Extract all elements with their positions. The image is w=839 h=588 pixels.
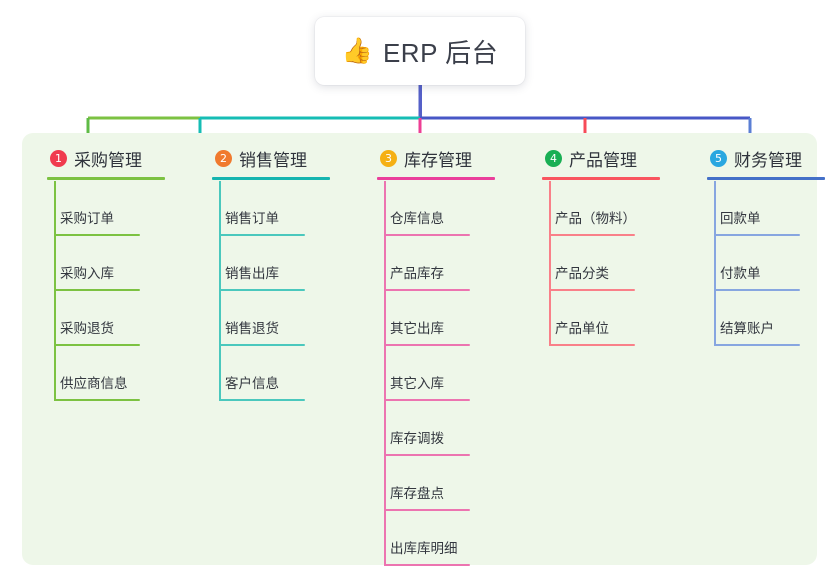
branch-header-rule-5 [707, 177, 825, 180]
branch-item-stem [54, 181, 56, 236]
branch-header-1[interactable]: 1 采购管理 [38, 145, 142, 171]
branch-item-stem [219, 346, 221, 401]
branch-item-stem [219, 291, 221, 346]
branch-item-label: 采购退货 [60, 321, 114, 336]
branch-item-label: 销售订单 [225, 211, 279, 226]
branch-item-stem [219, 236, 221, 291]
branch-item-stem [384, 181, 386, 236]
branch-badge-5: 5 [710, 149, 727, 167]
branch-badge-3: 3 [380, 149, 397, 167]
branch-item-label: 采购订单 [60, 211, 114, 226]
branch-header-rule-2 [212, 177, 330, 180]
branch-item-stem [714, 236, 716, 291]
branch-item-rule [384, 564, 470, 566]
branch-item-stem [219, 181, 221, 236]
branch-item-label: 销售出库 [225, 266, 279, 281]
branch-item-rule [219, 399, 305, 401]
thumbs-up-icon: 👍 [341, 36, 373, 65]
branch-title-3: 库存管理 [404, 150, 472, 170]
branch-column-2[interactable]: 2 销售管理销售订单销售出库销售退货客户信息 [203, 145, 330, 401]
branch-header-rule-3 [377, 177, 495, 180]
branch-item-stem [714, 291, 716, 346]
branch-badge-1: 1 [50, 149, 67, 167]
branch-column-4[interactable]: 4 产品管理产品（物料） 产品分类产品单位 [533, 145, 660, 346]
branch-header-5[interactable]: 5 财务管理 [698, 145, 802, 171]
root-node-card[interactable]: 👍 ERP 后台 [315, 17, 525, 85]
branch-item-rule [384, 289, 470, 291]
branch-item-label: 客户信息 [225, 376, 279, 391]
branch-header-4[interactable]: 4 产品管理 [533, 145, 637, 171]
branch-item-label: 产品分类 [555, 266, 609, 281]
branch-item-label: 其它入库 [390, 376, 444, 391]
branch-item-rule [54, 399, 140, 401]
branch-item-rule [54, 234, 140, 236]
branch-item-rule [714, 289, 800, 291]
branch-item-stem [384, 511, 386, 566]
branch-header-2[interactable]: 2 销售管理 [203, 145, 307, 171]
branch-item-rule [384, 454, 470, 456]
branch-item-rule [219, 344, 305, 346]
branch-item-stem [54, 346, 56, 401]
branch-item-rule [219, 234, 305, 236]
branch-item-label: 产品（物料） [555, 211, 636, 226]
branch-item-stem [549, 236, 551, 291]
branch-title-5: 财务管理 [734, 150, 802, 170]
branch-column-3[interactable]: 3 库存管理仓库信息产品库存其它出库其它入库库存调拨库存盘点出库库明细 [368, 145, 495, 566]
branch-item-stem [549, 291, 551, 346]
branch-item-label: 付款单 [720, 266, 761, 281]
branch-item-stem [714, 181, 716, 236]
branch-item-label: 销售退货 [225, 321, 279, 336]
branch-item-rule [54, 289, 140, 291]
branch-item-label: 库存调拨 [390, 431, 444, 446]
branch-item-label: 供应商信息 [60, 376, 128, 391]
branch-item-label: 回款单 [720, 211, 761, 226]
branch-column-1[interactable]: 1 采购管理采购订单采购入库采购退货供应商信息 [38, 145, 165, 401]
branch-item-label: 产品库存 [390, 266, 444, 281]
branch-header-rule-1 [47, 177, 165, 180]
branch-item-rule [549, 289, 635, 291]
branch-item-rule [384, 344, 470, 346]
branch-item-rule [384, 234, 470, 236]
branch-item-stem [384, 236, 386, 291]
branches-panel [22, 133, 817, 565]
branch-title-2: 销售管理 [239, 150, 307, 170]
branch-item-rule [384, 509, 470, 511]
branch-item-stem [384, 401, 386, 456]
root-node-content: 👍 ERP 后台 [342, 33, 498, 70]
branch-item-label: 仓库信息 [390, 211, 444, 226]
branch-header-rule-4 [542, 177, 660, 180]
branch-title-1: 采购管理 [74, 150, 142, 170]
branch-item-label: 其它出库 [390, 321, 444, 336]
branch-item-rule [714, 234, 800, 236]
branch-header-3[interactable]: 3 库存管理 [368, 145, 472, 171]
branch-item-label: 出库库明细 [390, 541, 458, 556]
branch-badge-2: 2 [215, 149, 232, 167]
branch-item-stem [384, 346, 386, 401]
branch-title-4: 产品管理 [569, 150, 637, 170]
branch-item-rule [219, 289, 305, 291]
branch-badge-4: 4 [545, 149, 562, 167]
branch-item-rule [549, 344, 635, 346]
branch-item-label: 采购入库 [60, 266, 114, 281]
branch-item-label: 产品单位 [555, 321, 609, 336]
branch-item-rule [714, 344, 800, 346]
root-node-title: ERP 后台 [382, 37, 499, 68]
branch-item-stem [54, 236, 56, 291]
branch-item-rule [549, 234, 635, 236]
branch-item-stem [384, 291, 386, 346]
branch-column-5[interactable]: 5 财务管理回款单付款单结算账户 [698, 145, 825, 346]
branch-item-rule [384, 399, 470, 401]
branch-item-label: 结算账户 [720, 321, 774, 336]
branch-item-stem [54, 291, 56, 346]
branch-item-stem [549, 181, 551, 236]
branch-item-stem [384, 456, 386, 511]
branch-item-rule [54, 344, 140, 346]
branch-item-label: 库存盘点 [390, 486, 444, 501]
